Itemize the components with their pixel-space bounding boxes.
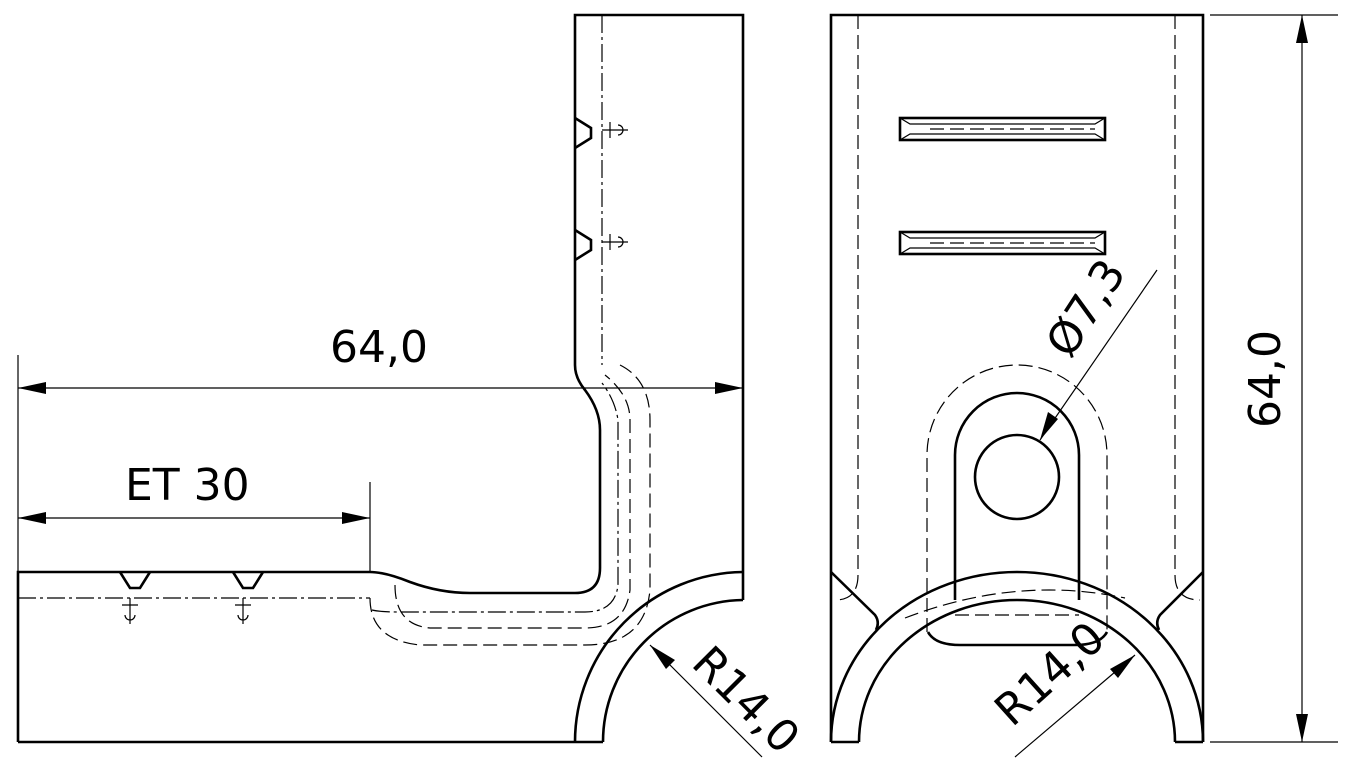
side-view-inner-arc (601, 598, 744, 743)
radius-arrow (1110, 655, 1135, 678)
dimension-radius-label: R14,0 (985, 612, 1115, 736)
dimension-width-label: 64,0 (330, 322, 428, 373)
side-view-outline (16, 13, 745, 742)
front-view: 64,0 Ø7,3 R14,0 (829, 13, 1338, 758)
tab-outline (953, 391, 1081, 600)
notch-markers (118, 116, 628, 624)
tab-bottom (926, 631, 1109, 647)
front-chamfers (830, 571, 1204, 631)
hidden-tab-lines (904, 589, 1126, 619)
radius-arrow (650, 645, 675, 669)
side-view-outer-arc (573, 570, 744, 743)
front-view-outline (829, 13, 1205, 742)
hidden-bend-inner (394, 374, 631, 629)
dimension-diameter-label: Ø7,3 (1036, 250, 1136, 366)
hidden-corners (834, 574, 1201, 601)
front-outer-arc (829, 570, 1205, 743)
slot (898, 230, 1107, 256)
dimension-et-label: ET 30 (125, 460, 250, 511)
tab-hidden-outline (926, 364, 1108, 632)
slot (898, 116, 1107, 142)
diameter-leader (1039, 269, 1158, 441)
diameter-arrow (1040, 412, 1058, 440)
hidden-bend-outer (369, 364, 651, 646)
front-inner-arc (857, 598, 1177, 743)
dimension-radius-label: R14,0 (682, 637, 809, 764)
side-view: 64,0 ET 30 R14,0 (16, 13, 809, 764)
hole (973, 433, 1061, 521)
bend-centerline (371, 382, 619, 613)
dimension-height-label: 64,0 (1240, 330, 1291, 428)
